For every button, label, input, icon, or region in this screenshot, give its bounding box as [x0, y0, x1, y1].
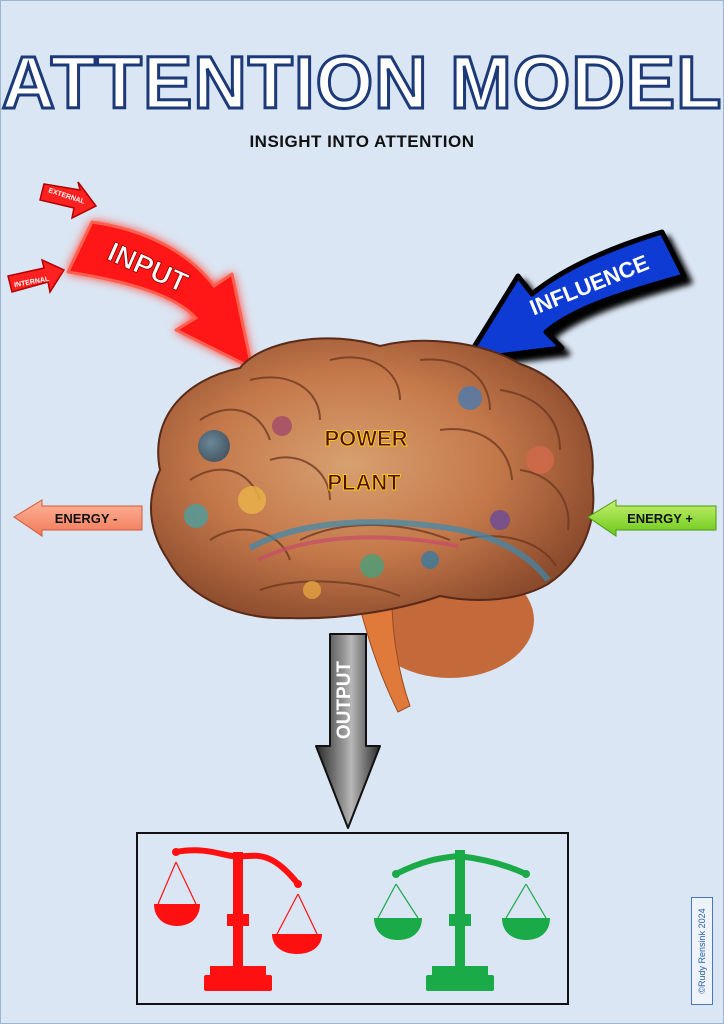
scales-box — [136, 832, 569, 1005]
brain-stem — [357, 599, 411, 713]
green-balance-scale-icon — [374, 850, 550, 991]
red-balance-scale-icon — [154, 847, 322, 991]
energy-plus-label: ENERGY + — [627, 511, 693, 526]
plant-label: PLANT — [327, 470, 401, 495]
brain-swirls — [184, 386, 554, 599]
internal-arrow: INTERNAL — [7, 258, 66, 294]
output-label: OUTPUT — [334, 661, 355, 740]
energy-minus-arrow: ENERGY - — [13, 499, 143, 537]
brain-illustration: POWER PLANT — [150, 337, 595, 713]
copyright-notice: ©Rudy Rensink 2024 — [691, 897, 713, 1005]
input-arrow: INPUT — [66, 220, 254, 370]
page-subtitle: INSIGHT INTO ATTENTION — [249, 132, 474, 151]
output-arrow: OUTPUT — [315, 633, 381, 829]
energy-plus-arrow: ENERGY + — [587, 499, 717, 537]
page-title: ATTENTION MODEL — [2, 41, 723, 124]
influence-arrow: INFLUENCE — [463, 229, 687, 363]
power-label: POWER — [324, 426, 407, 451]
external-arrow: EXTERNAL — [39, 181, 98, 220]
copyright-text: ©Rudy Rensink 2024 — [697, 908, 707, 994]
energy-minus-label: ENERGY - — [55, 511, 118, 526]
